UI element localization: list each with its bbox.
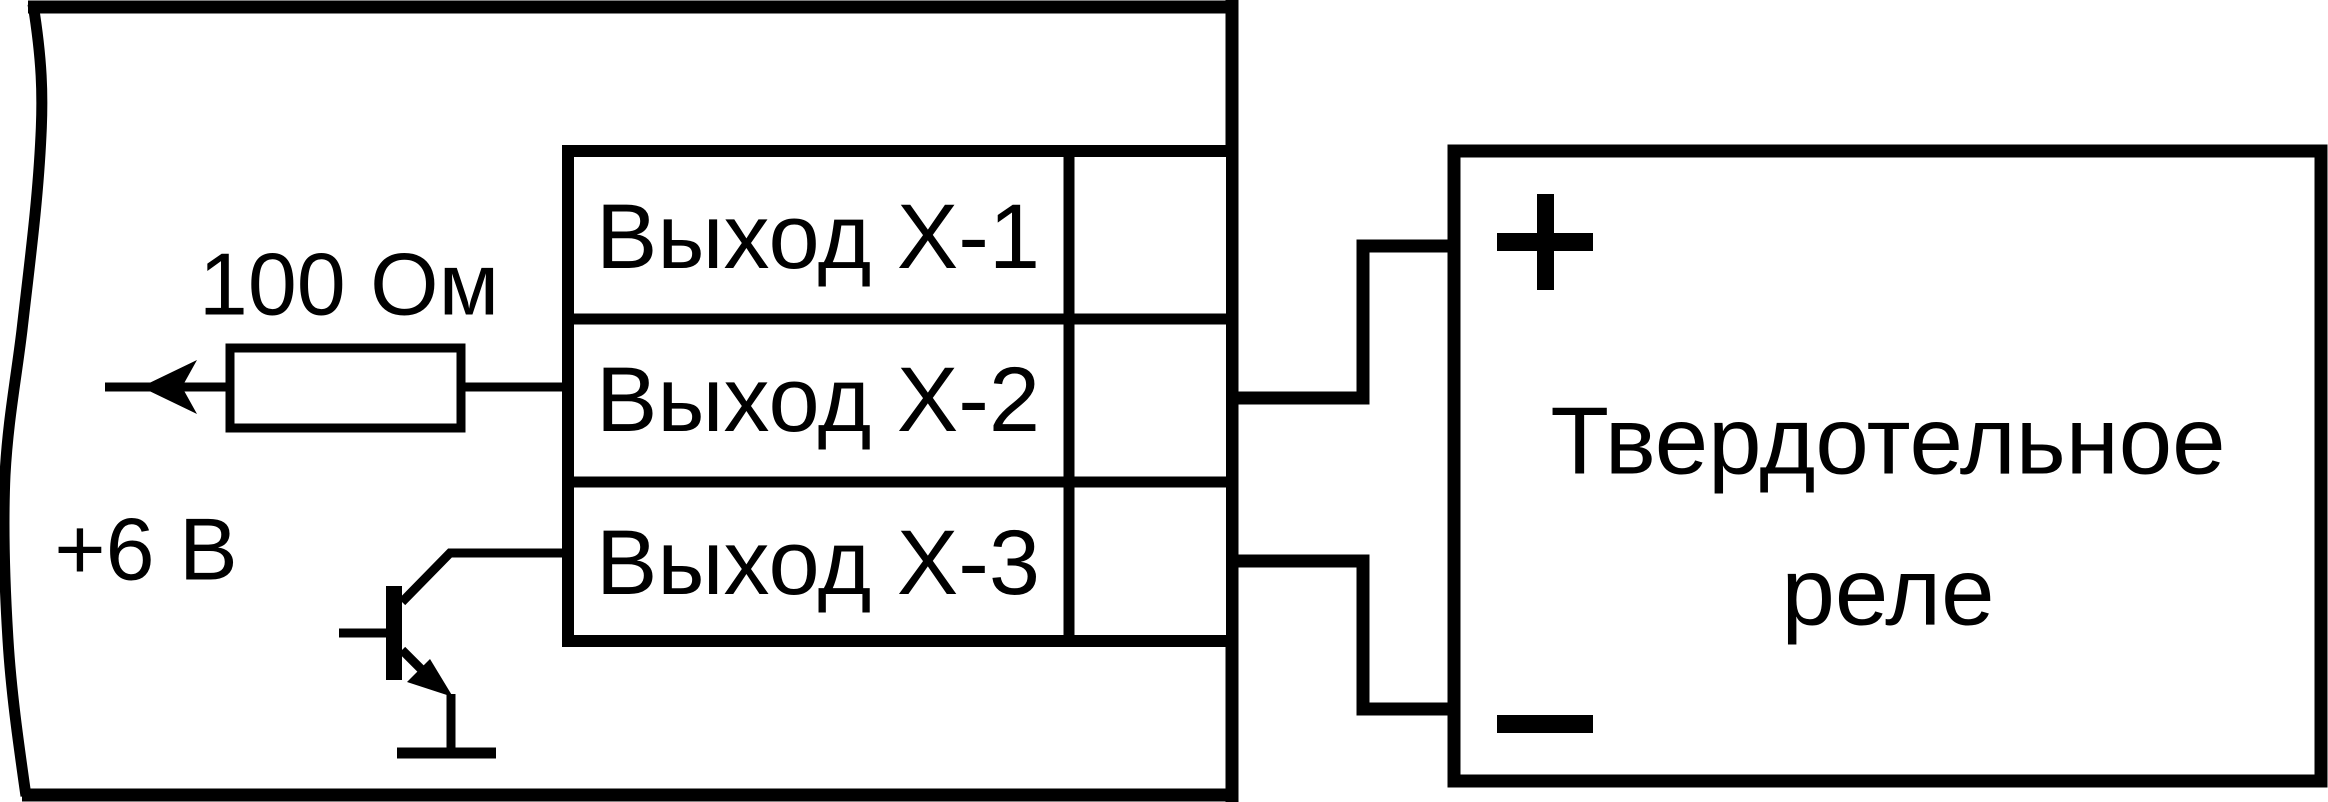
plus-icon: + bbox=[1497, 194, 1593, 290]
relay-block: + − Твердотельное реле bbox=[1447, 144, 2328, 788]
terminal-block: Выход Х-1 Выход Х-2 Выход Х-3 bbox=[562, 145, 1238, 647]
device-outline bbox=[0, 0, 1239, 802]
relay-name-line2: реле bbox=[1782, 539, 1995, 646]
external-wiring bbox=[1232, 239, 1452, 716]
terminal-row-label-x1: Выход Х-1 bbox=[596, 186, 1040, 288]
resistor-value-label: 100 Ом bbox=[199, 235, 499, 334]
arrow-left-icon bbox=[141, 360, 197, 414]
relay-frame bbox=[1447, 144, 2328, 788]
transistor-emitter-arrow-icon bbox=[407, 659, 453, 697]
terminal-row-label-x3: Выход Х-3 bbox=[596, 512, 1040, 614]
transistor-base-bar bbox=[386, 586, 402, 680]
output-x2-circuit: 100 Ом bbox=[105, 235, 568, 433]
device-torn-left-edge bbox=[0, 3, 48, 797]
transistor-collector-wire bbox=[398, 548, 568, 606]
relay-name-line1: Твердотельное bbox=[1550, 388, 2225, 495]
resistor-icon bbox=[225, 343, 466, 433]
minus-icon: − bbox=[1497, 715, 1593, 733]
npn-transistor-icon bbox=[339, 548, 568, 759]
supply-voltage-label: +6 В bbox=[54, 500, 237, 599]
wire-x2-to-relay-plus bbox=[1232, 239, 1452, 405]
wire-x3-to-relay-minus bbox=[1232, 554, 1452, 716]
terminal-row-label-x2: Выход Х-2 bbox=[596, 349, 1040, 451]
terminal-block-frame bbox=[562, 145, 1238, 647]
